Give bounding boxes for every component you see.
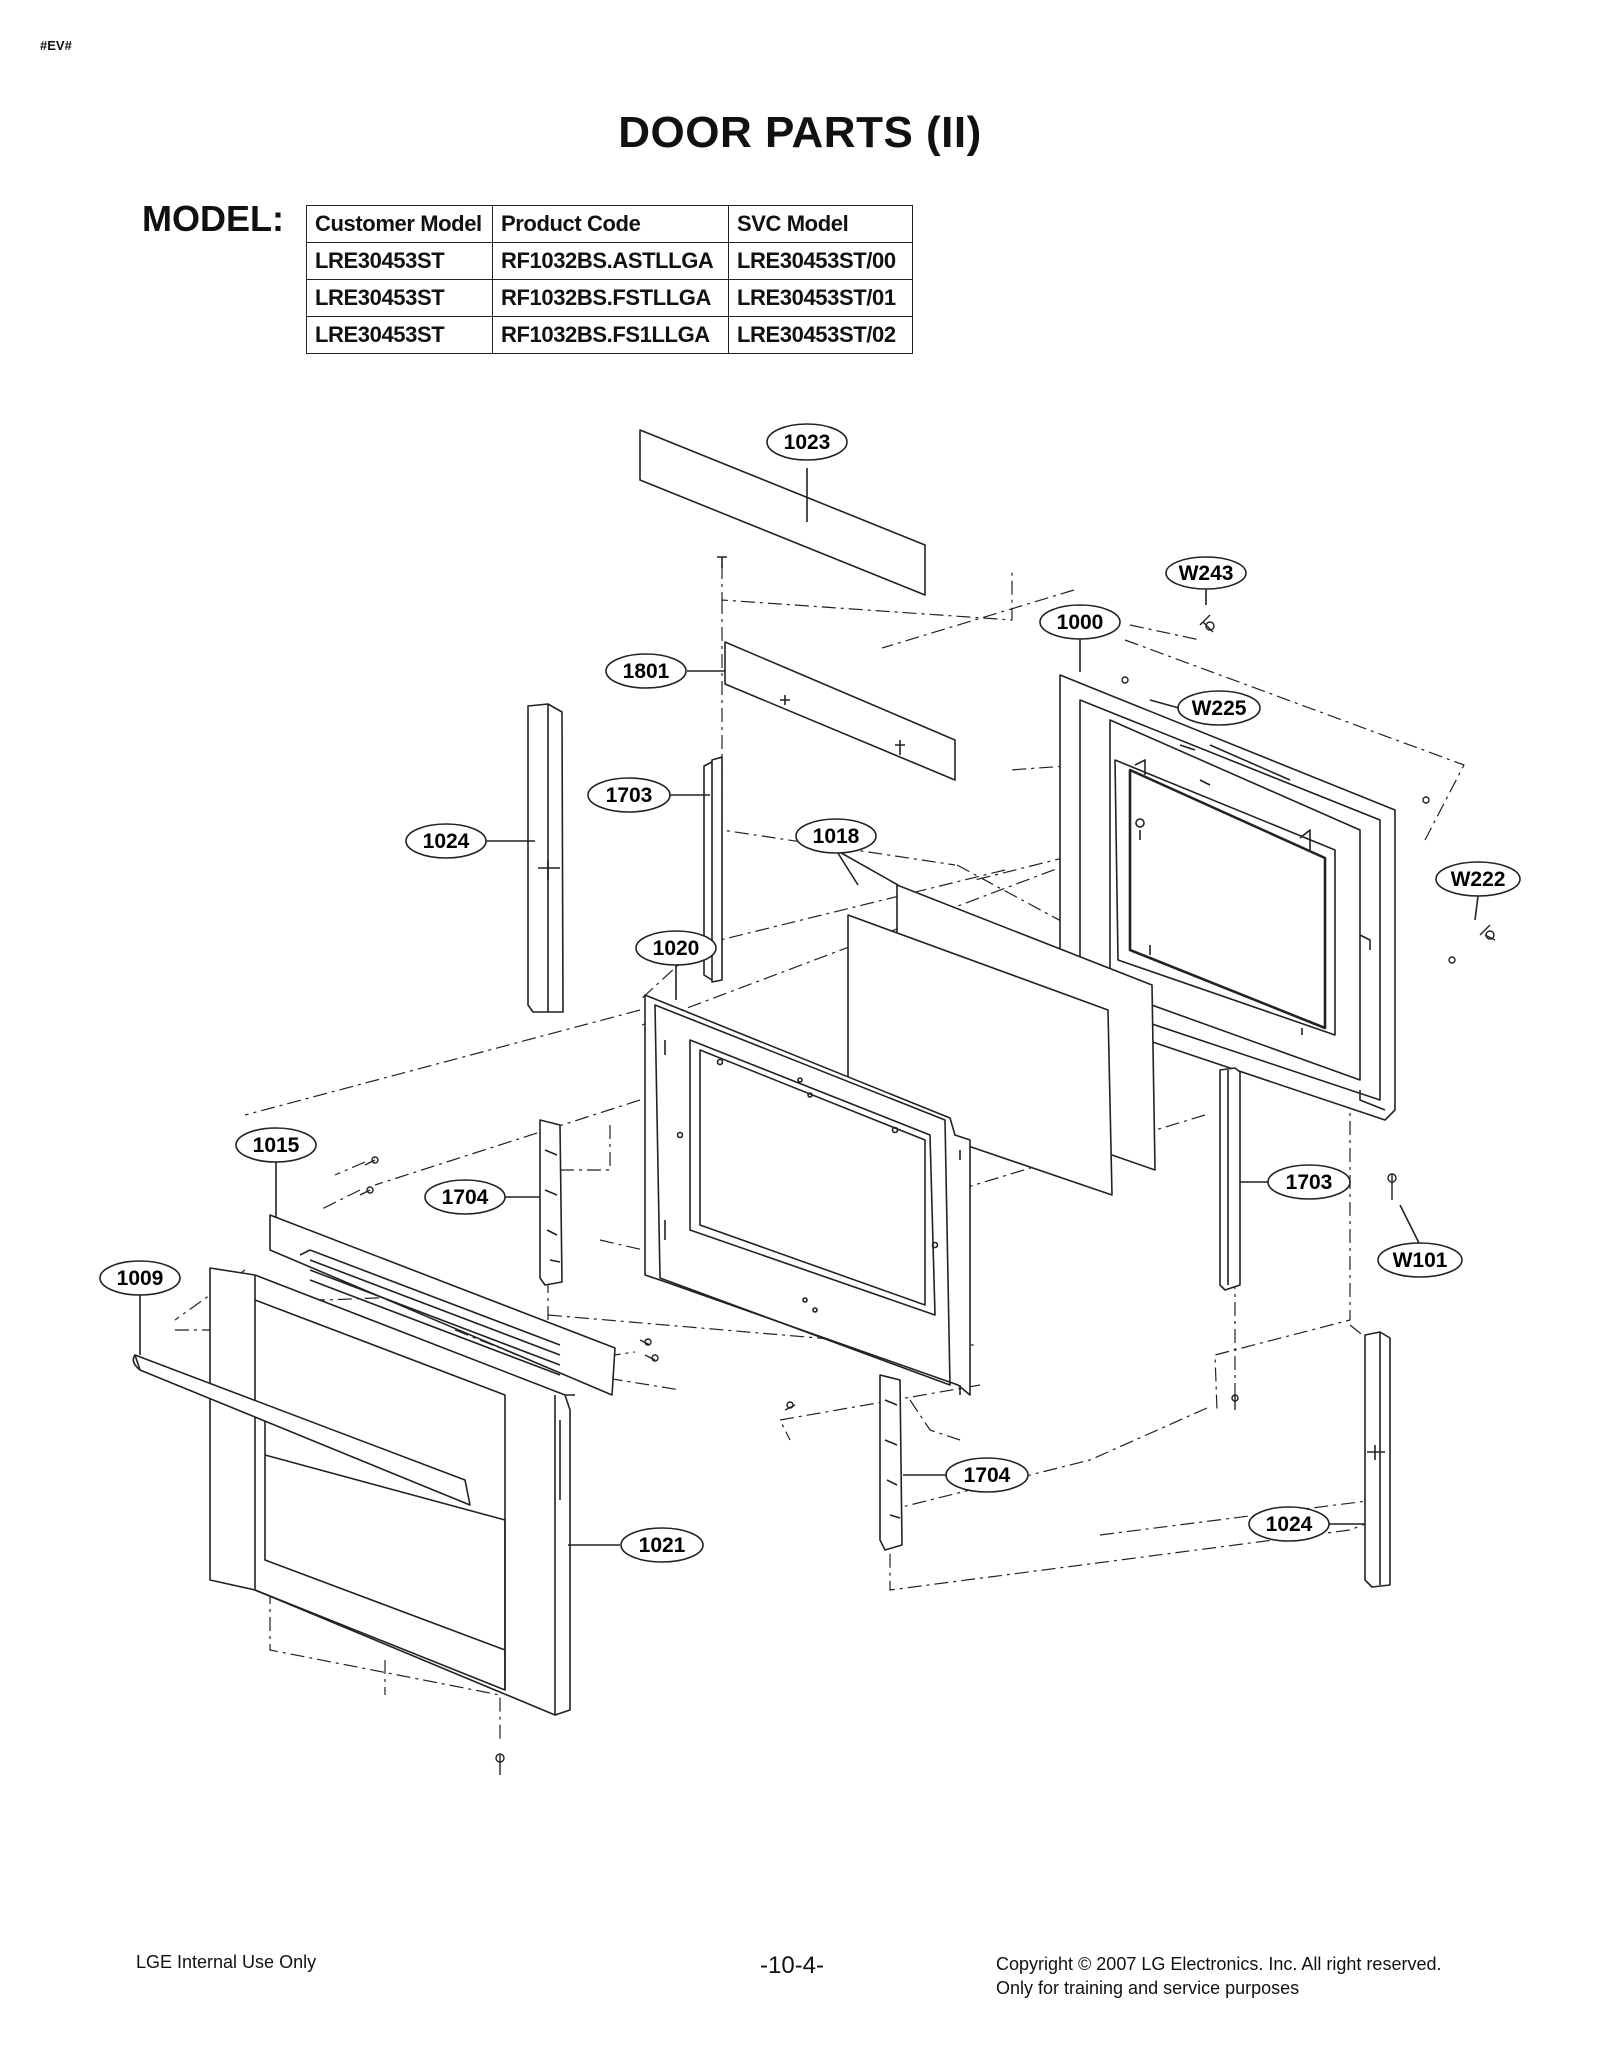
svg-text:1703: 1703	[606, 784, 653, 807]
footer-note: Only for training and service purposes	[996, 1978, 1300, 1998]
svg-text:W101: W101	[1393, 1249, 1448, 1272]
header-svc-model: SVC Model	[728, 205, 913, 243]
callout-1703-right: 1703	[1267, 1164, 1351, 1200]
footer-internal-use: LGE Internal Use Only	[136, 1952, 317, 1972]
callout-1703-left: 1703	[587, 777, 671, 813]
footer-copyright-block: Copyright © 2007 LG Electronics. Inc. Al…	[996, 1952, 1441, 2000]
svg-text:W243: W243	[1179, 562, 1234, 585]
callout-1704-lower: 1704	[945, 1457, 1029, 1493]
callout-1000: 1000	[1039, 604, 1121, 640]
part-1024-right-side-trim	[1364, 1331, 1391, 1588]
part-1703-gasket-strip-left	[703, 756, 723, 983]
svg-text:1024: 1024	[423, 830, 470, 853]
footer-copyright: Copyright © 2007 LG Electronics. Inc. Al…	[996, 1954, 1442, 1974]
table-cell: LRE30453ST/01	[728, 279, 913, 317]
part-1023-top-trim	[639, 429, 926, 596]
callout-1704-upper: 1704	[424, 1179, 506, 1215]
screw-icons	[359, 614, 1496, 1775]
callout-1020: 1020	[635, 930, 717, 966]
table-cell: RF1032BS.FSTLLGA	[492, 279, 729, 317]
callout-W222: W222	[1435, 861, 1521, 897]
table-row: LRE30453ST RF1032BS.FSTLLGA LRE30453ST/0…	[306, 279, 913, 317]
table-cell: LRE30453ST/00	[728, 242, 913, 280]
part-1704-hinge-upper	[539, 1119, 563, 1286]
table-cell: RF1032BS.FS1LLGA	[492, 316, 729, 354]
part-1021-outer-door	[209, 1267, 571, 1716]
callout-1801: 1801	[605, 653, 687, 689]
callout-W243: W243	[1165, 556, 1247, 590]
callout-1015: 1015	[235, 1127, 317, 1163]
svg-text:W225: W225	[1192, 697, 1247, 720]
table-cell: LRE30453ST	[306, 316, 493, 354]
callout-W101: W101	[1377, 1242, 1463, 1278]
screw-top-icon	[717, 556, 727, 568]
part-1009-handle	[132, 1354, 471, 1506]
callout-1021: 1021	[620, 1527, 704, 1563]
model-table-header: Customer Model Product Code SVC Model	[306, 205, 913, 243]
svg-text:1703: 1703	[1286, 1171, 1333, 1194]
svg-text:1000: 1000	[1057, 611, 1104, 634]
svg-text:1024: 1024	[1266, 1513, 1313, 1536]
callout-1024-right: 1024	[1248, 1506, 1330, 1542]
model-label: MODEL:	[142, 198, 284, 239]
svg-text:1009: 1009	[117, 1267, 164, 1290]
svg-text:1015: 1015	[253, 1134, 300, 1157]
header-product-code: Product Code	[492, 205, 729, 243]
part-1024-left-side-trim	[527, 703, 564, 1013]
table-cell: LRE30453ST	[306, 279, 493, 317]
part-1801-bracket	[724, 641, 956, 781]
callout-1018: 1018	[795, 818, 877, 854]
callout-1009: 1009	[99, 1260, 181, 1296]
part-1020-middle-frame	[644, 994, 971, 1396]
table-row: LRE30453ST RF1032BS.FS1LLGA LRE30453ST/0…	[306, 316, 913, 354]
svg-text:1020: 1020	[653, 937, 700, 960]
corner-tag: #EV#	[40, 38, 72, 53]
callout-1023: 1023	[766, 423, 848, 461]
svg-text:1704: 1704	[964, 1464, 1011, 1487]
callout-1024-left: 1024	[405, 823, 487, 859]
table-cell: LRE30453ST/02	[728, 316, 913, 354]
callout-leaders	[139, 468, 1479, 1546]
part-1703-gasket-strip-right	[1219, 1067, 1241, 1291]
model-table: Customer Model Product Code SVC Model LR…	[306, 205, 913, 354]
svg-text:1704: 1704	[442, 1186, 489, 1209]
header-customer-model: Customer Model	[306, 205, 493, 243]
svg-text:1023: 1023	[784, 431, 831, 454]
part-1704-hinge-lower	[879, 1374, 903, 1551]
svg-text:1021: 1021	[639, 1534, 686, 1557]
footer-page-number: -10-4-	[760, 1952, 825, 1979]
page-title: DOOR PARTS (II)	[618, 108, 982, 157]
svg-text:W222: W222	[1451, 868, 1506, 891]
svg-text:1801: 1801	[623, 660, 670, 683]
callout-W225: W225	[1177, 690, 1261, 726]
svg-text:1018: 1018	[813, 825, 860, 848]
callout-ovals: 1023 W243 1000 1801 W225 1703 1024 1018	[99, 423, 1521, 1563]
